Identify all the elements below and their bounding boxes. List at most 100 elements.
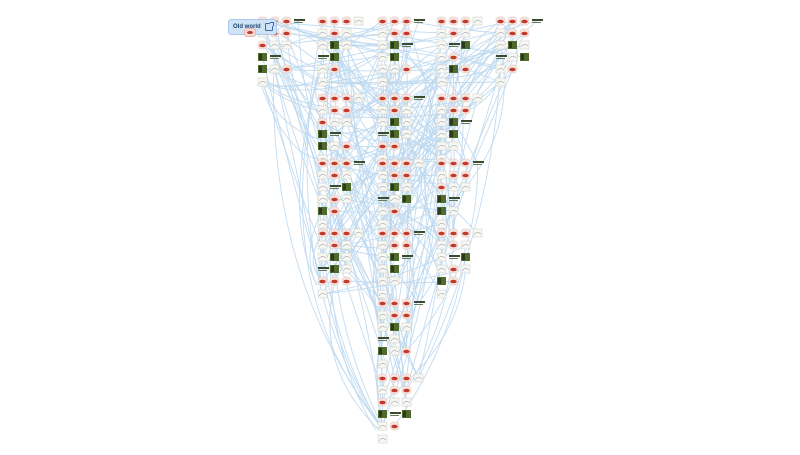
graph-node[interactable] xyxy=(495,40,506,50)
root-creature-thumbnail[interactable] xyxy=(244,28,256,37)
graph-node[interactable] xyxy=(318,55,329,59)
graph-node[interactable] xyxy=(390,53,399,61)
graph-node[interactable] xyxy=(436,105,447,115)
graph-node[interactable] xyxy=(437,277,446,285)
graph-node[interactable] xyxy=(317,40,328,50)
graph-node[interactable] xyxy=(389,373,400,383)
graph-node[interactable] xyxy=(436,141,447,151)
graph-node[interactable] xyxy=(507,64,518,74)
graph-node[interactable] xyxy=(390,130,399,138)
graph-node[interactable] xyxy=(390,183,399,191)
graph-node[interactable] xyxy=(448,276,459,286)
graph-node[interactable] xyxy=(436,240,447,250)
graph-node[interactable] xyxy=(449,130,458,138)
graph-node[interactable] xyxy=(377,105,388,115)
graph-node[interactable] xyxy=(414,19,425,23)
graph-node[interactable] xyxy=(460,158,471,168)
graph-node[interactable] xyxy=(377,93,388,103)
graph-node[interactable] xyxy=(449,255,460,259)
graph-node[interactable] xyxy=(329,105,340,115)
graph-node[interactable] xyxy=(389,334,400,344)
graph-node[interactable] xyxy=(402,195,411,203)
graph-node[interactable] xyxy=(377,359,388,369)
graph-node[interactable] xyxy=(389,64,400,74)
graph-node[interactable] xyxy=(377,77,388,87)
graph-node[interactable] xyxy=(472,228,483,238)
graph-node[interactable] xyxy=(413,158,424,168)
graph-node[interactable] xyxy=(317,182,328,192)
graph-node[interactable] xyxy=(377,228,388,238)
graph-node[interactable] xyxy=(378,347,387,355)
graph-node[interactable] xyxy=(390,323,399,331)
graph-node[interactable] xyxy=(390,41,399,49)
graph-node[interactable] xyxy=(330,185,341,189)
graph-node[interactable] xyxy=(436,52,447,62)
graph-node[interactable] xyxy=(258,53,267,61)
graph-node[interactable] xyxy=(414,96,425,100)
graph-node[interactable] xyxy=(377,310,388,320)
graph-node[interactable] xyxy=(378,132,389,136)
graph-node[interactable] xyxy=(329,28,340,38)
graph-node[interactable] xyxy=(519,16,530,26)
graph-node[interactable] xyxy=(377,117,388,127)
graph-node[interactable] xyxy=(329,276,340,286)
graph-node[interactable] xyxy=(317,158,328,168)
graph-node[interactable] xyxy=(377,252,388,262)
graph-node[interactable] xyxy=(317,276,328,286)
graph-node[interactable] xyxy=(341,40,352,50)
graph-node[interactable] xyxy=(401,240,412,250)
graph-node[interactable] xyxy=(377,298,388,308)
graph-node[interactable] xyxy=(436,64,447,74)
graph-node[interactable] xyxy=(389,397,400,407)
graph-node[interactable] xyxy=(377,322,388,332)
graph-node[interactable] xyxy=(460,28,471,38)
graph-node[interactable] xyxy=(377,264,388,274)
graph-node[interactable] xyxy=(257,77,268,87)
graph-node[interactable] xyxy=(449,65,458,73)
graph-node[interactable] xyxy=(473,161,484,165)
graph-node[interactable] xyxy=(496,55,507,59)
graph-node[interactable] xyxy=(317,240,328,250)
graph-node[interactable] xyxy=(460,228,471,238)
graph-node[interactable] xyxy=(329,64,340,74)
graph-node[interactable] xyxy=(377,385,388,395)
graph-node[interactable] xyxy=(436,219,447,229)
graph-node[interactable] xyxy=(389,276,400,286)
graph-node[interactable] xyxy=(436,182,447,192)
graph-node[interactable] xyxy=(495,28,506,38)
graph-node[interactable] xyxy=(389,206,400,216)
graph-node[interactable] xyxy=(330,53,339,61)
graph-node[interactable] xyxy=(377,276,388,286)
graph-node[interactable] xyxy=(389,194,400,204)
graph-node[interactable] xyxy=(318,267,329,271)
graph-node[interactable] xyxy=(436,158,447,168)
graph-node[interactable] xyxy=(448,182,459,192)
graph-node[interactable] xyxy=(461,41,470,49)
graph-node[interactable] xyxy=(341,16,352,26)
graph-node[interactable] xyxy=(317,252,328,262)
graph-node[interactable] xyxy=(401,129,412,139)
graph-node[interactable] xyxy=(472,16,483,26)
graph-node[interactable] xyxy=(460,16,471,26)
graph-node[interactable] xyxy=(377,158,388,168)
graph-node[interactable] xyxy=(495,64,506,74)
graph-node[interactable] xyxy=(341,264,352,274)
graph-node[interactable] xyxy=(329,158,340,168)
graph-node[interactable] xyxy=(436,228,447,238)
graph-node[interactable] xyxy=(449,118,458,126)
graph-node[interactable] xyxy=(413,373,424,383)
graph-node[interactable] xyxy=(377,373,388,383)
graph-node[interactable] xyxy=(377,289,388,299)
graph-node[interactable] xyxy=(341,158,352,168)
graph-node[interactable] xyxy=(377,141,388,151)
graph-node[interactable] xyxy=(401,397,412,407)
graph-node[interactable] xyxy=(436,77,447,87)
graph-node[interactable] xyxy=(495,16,506,26)
graph-node[interactable] xyxy=(437,195,446,203)
graph-node[interactable] xyxy=(269,64,280,74)
graph-node[interactable] xyxy=(448,93,459,103)
graph-node[interactable] xyxy=(436,252,447,262)
graph-node[interactable] xyxy=(389,158,400,168)
graph-node[interactable] xyxy=(472,93,483,103)
graph-node[interactable] xyxy=(389,385,400,395)
